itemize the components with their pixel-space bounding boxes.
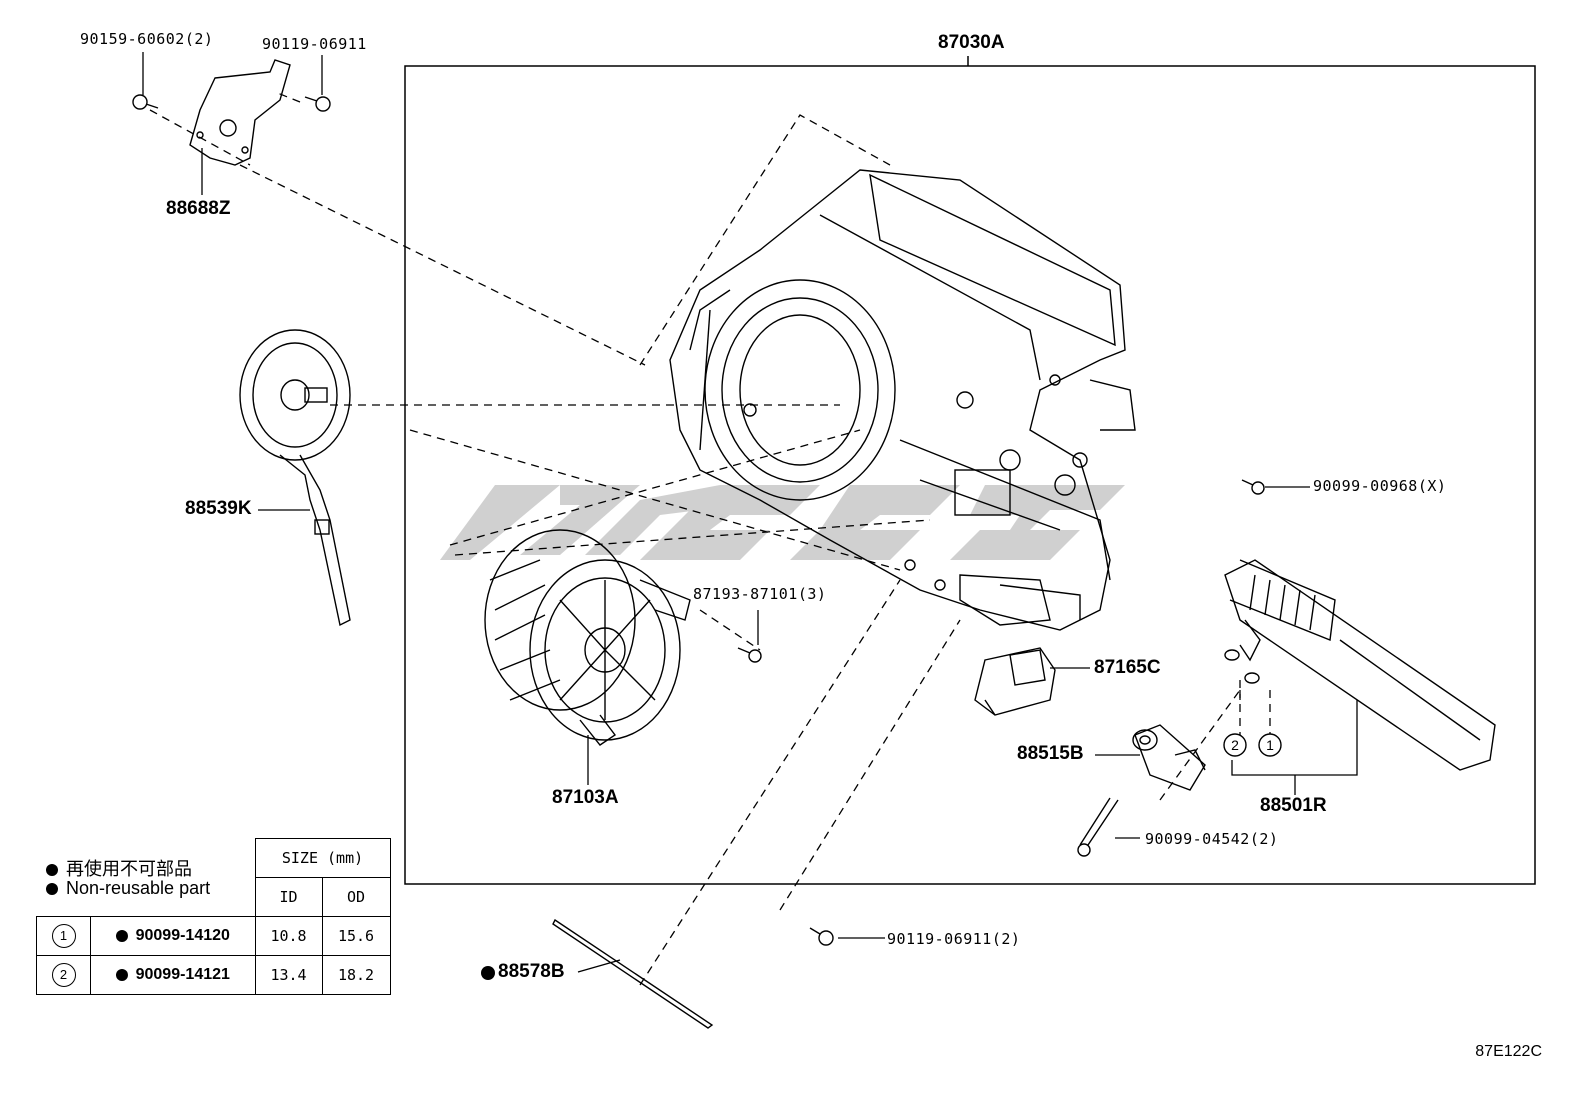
non-reusable-dot-icon — [115, 929, 128, 942]
evaporator-88501r — [1224, 559, 1496, 771]
bullet-icon — [46, 864, 58, 877]
legend-jp-text: 再使用不可部品 — [66, 859, 192, 879]
oring-callouts — [1223, 733, 1282, 757]
row-id: 10.8 — [254, 916, 323, 956]
label-bracket: 88688Z — [166, 198, 231, 219]
solid-leaders — [142, 52, 1358, 973]
label-bolt-valve: 90099-04542(2) — [1145, 830, 1279, 848]
non-reusable-dot-icon — [481, 966, 495, 980]
bracket-88688z — [189, 59, 291, 166]
label-damper-servo: 88539K — [185, 498, 252, 519]
label-resistor: 87165C — [1094, 657, 1161, 678]
blower-resistor-87165c — [974, 647, 1056, 716]
legend-en: Non-reusable part — [46, 878, 210, 899]
bullet-icon — [46, 883, 58, 896]
bolt-icon — [132, 94, 159, 110]
damper-servo-88539k — [239, 329, 351, 627]
legend-jp: 再使用不可部品 — [46, 855, 192, 881]
label-evaporator: 88501R — [1260, 795, 1327, 816]
row-number: 1 — [51, 924, 76, 948]
legend-en-text: Non-reusable part — [66, 878, 211, 898]
screw-icon — [304, 96, 331, 112]
label-seal: 88578B — [498, 961, 565, 982]
oring-1-label: 1 — [1266, 737, 1274, 753]
label-screw-bottom: 90119-06911(2) — [887, 930, 1021, 948]
row-id: 13.4 — [254, 955, 323, 995]
diagram-code: 87E122C — [1475, 1043, 1542, 1060]
expansion-valve-88515b — [1132, 724, 1206, 791]
non-reusable-dot-icon — [115, 968, 128, 981]
label-screw-right: 90099-00968(X) — [1313, 477, 1447, 495]
screw-icon — [737, 647, 762, 663]
id-header: ID — [254, 877, 323, 917]
assembly-frame — [404, 65, 1536, 885]
seal-88578b — [552, 918, 714, 1029]
oring-1-callout — [1258, 733, 1282, 757]
oring-2-callout — [1223, 733, 1247, 757]
oring-2-label: 2 — [1231, 737, 1239, 753]
od-header: OD — [321, 877, 391, 917]
label-expansion-valve: 88515B — [1017, 743, 1084, 764]
label-assembly: 87030A — [938, 32, 1005, 53]
table-row: 1 90099-14120 10.8 15.6 — [36, 916, 391, 956]
row-part-number: 90099-14121 — [135, 966, 230, 983]
row-number: 2 — [51, 963, 76, 987]
row-od: 18.2 — [321, 955, 391, 995]
bolt-icon — [1077, 797, 1119, 857]
screw-icon — [809, 927, 834, 946]
oring-size-table: SIZE (mm) ID OD 1 90099-14120 10.8 15.6 … — [36, 838, 391, 995]
label-screw-blower: 87193-87101(3) — [693, 585, 827, 603]
row-od: 15.6 — [321, 916, 391, 956]
heater-unit-housing — [669, 169, 1136, 631]
table-row: 2 90099-14121 13.4 18.2 — [36, 955, 391, 995]
blower-motor-87103a — [484, 529, 691, 746]
label-bolt-top-left: 90159-60602(2) — [80, 30, 214, 48]
row-part-number: 90099-14120 — [135, 927, 230, 944]
label-blower: 87103A — [552, 787, 619, 808]
screw-icon — [1241, 479, 1265, 495]
size-header: SIZE (mm) — [254, 838, 391, 878]
screw-icons — [132, 94, 1265, 946]
label-screw-top: 90119-06911 — [262, 35, 367, 53]
